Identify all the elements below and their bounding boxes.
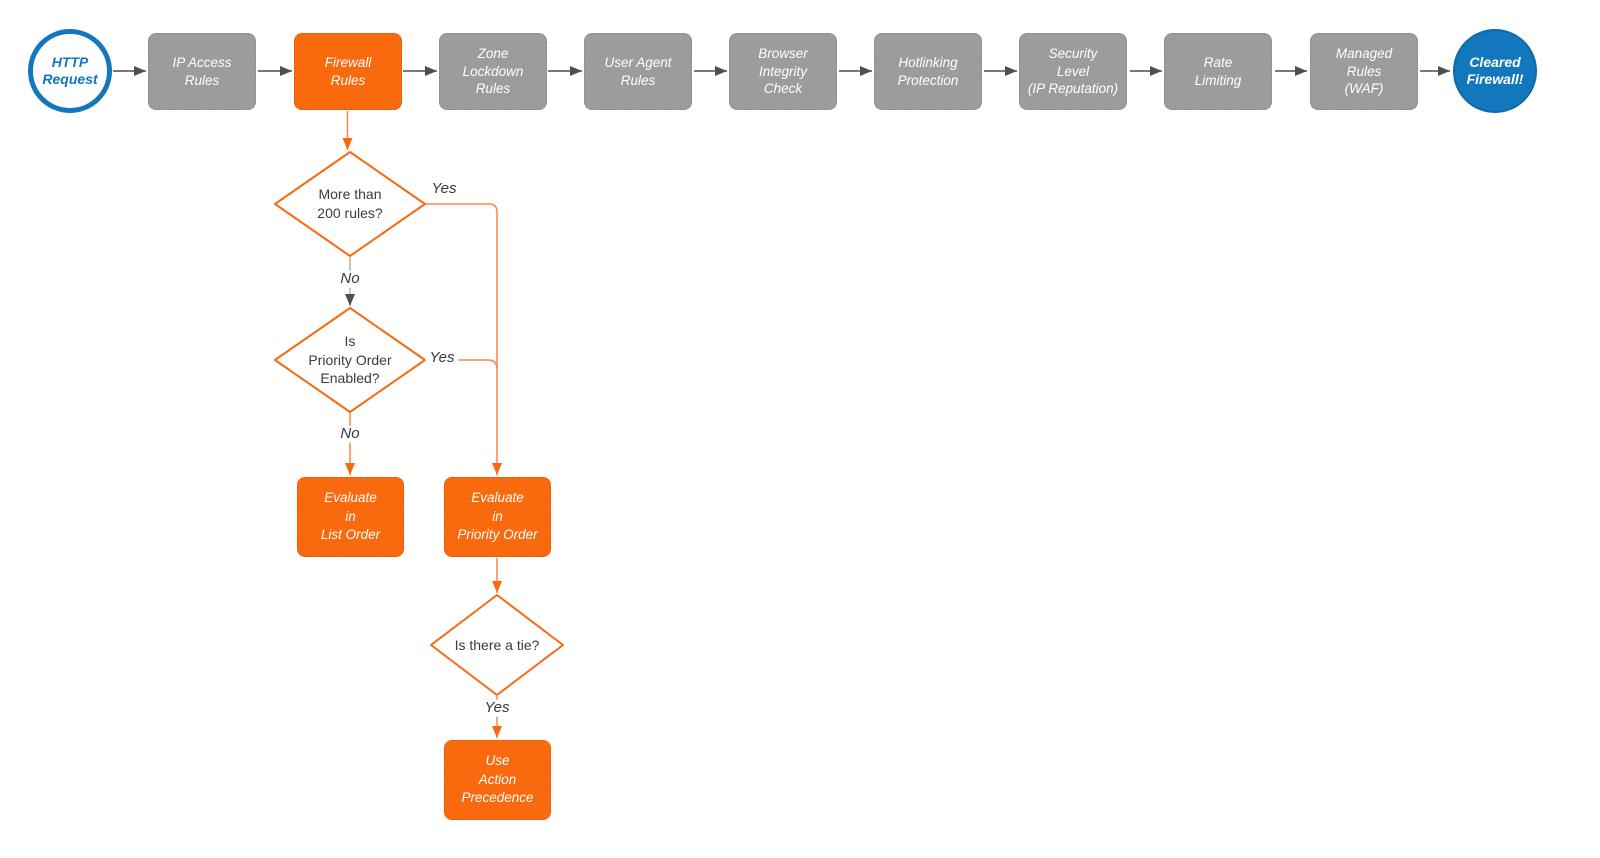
process-use-action-precedence: Use Action Precedence	[444, 740, 551, 820]
edge-decision1-yes-to-priority	[425, 203, 502, 475]
edge-label-yes-2: Yes	[425, 349, 459, 367]
process-evaluate-priority-order: Evaluate in Priority Order	[444, 477, 551, 557]
decision-label-200-rules: More than 200 rules?	[317, 186, 383, 221]
stage-security-level: Security Level (IP Reputation)	[1019, 33, 1127, 110]
edge-label-no-1: No	[336, 270, 364, 288]
decision-diamond-tie	[430, 594, 564, 696]
process-evaluate-list-order: Evaluate in List Order	[297, 477, 404, 557]
edge-label-no-2: No	[336, 425, 364, 443]
edge-decision2-yes-merge	[425, 359, 498, 369]
end-node-cleared-firewall: Cleared Firewall!	[1453, 29, 1537, 113]
edge-label-yes-1: Yes	[427, 180, 461, 198]
stage-managed-rules-waf: Managed Rules (WAF)	[1310, 33, 1418, 110]
start-node-http-request: HTTP Request	[28, 29, 112, 113]
stage-hotlinking-protection: Hotlinking Protection	[874, 33, 982, 110]
decision-label-priority-order: Is Priority Order Enabled?	[308, 332, 392, 387]
stage-zone-lockdown-rules: Zone Lockdown Rules	[439, 33, 547, 110]
decision-label-tie: Is there a tie?	[454, 636, 540, 653]
stage-browser-integrity-check: Browser Integrity Check	[729, 33, 837, 110]
decision-diamond-priority-order	[274, 307, 426, 413]
stage-firewall-rules: Firewall Rules	[294, 33, 402, 110]
stage-user-agent-rules: User Agent Rules	[584, 33, 692, 110]
edge-label-yes-3: Yes	[480, 699, 514, 717]
stage-rate-limiting: Rate Limiting	[1164, 33, 1272, 110]
stage-ip-access-rules: IP Access Rules	[148, 33, 256, 110]
decision-diamond-200-rules	[274, 151, 426, 257]
